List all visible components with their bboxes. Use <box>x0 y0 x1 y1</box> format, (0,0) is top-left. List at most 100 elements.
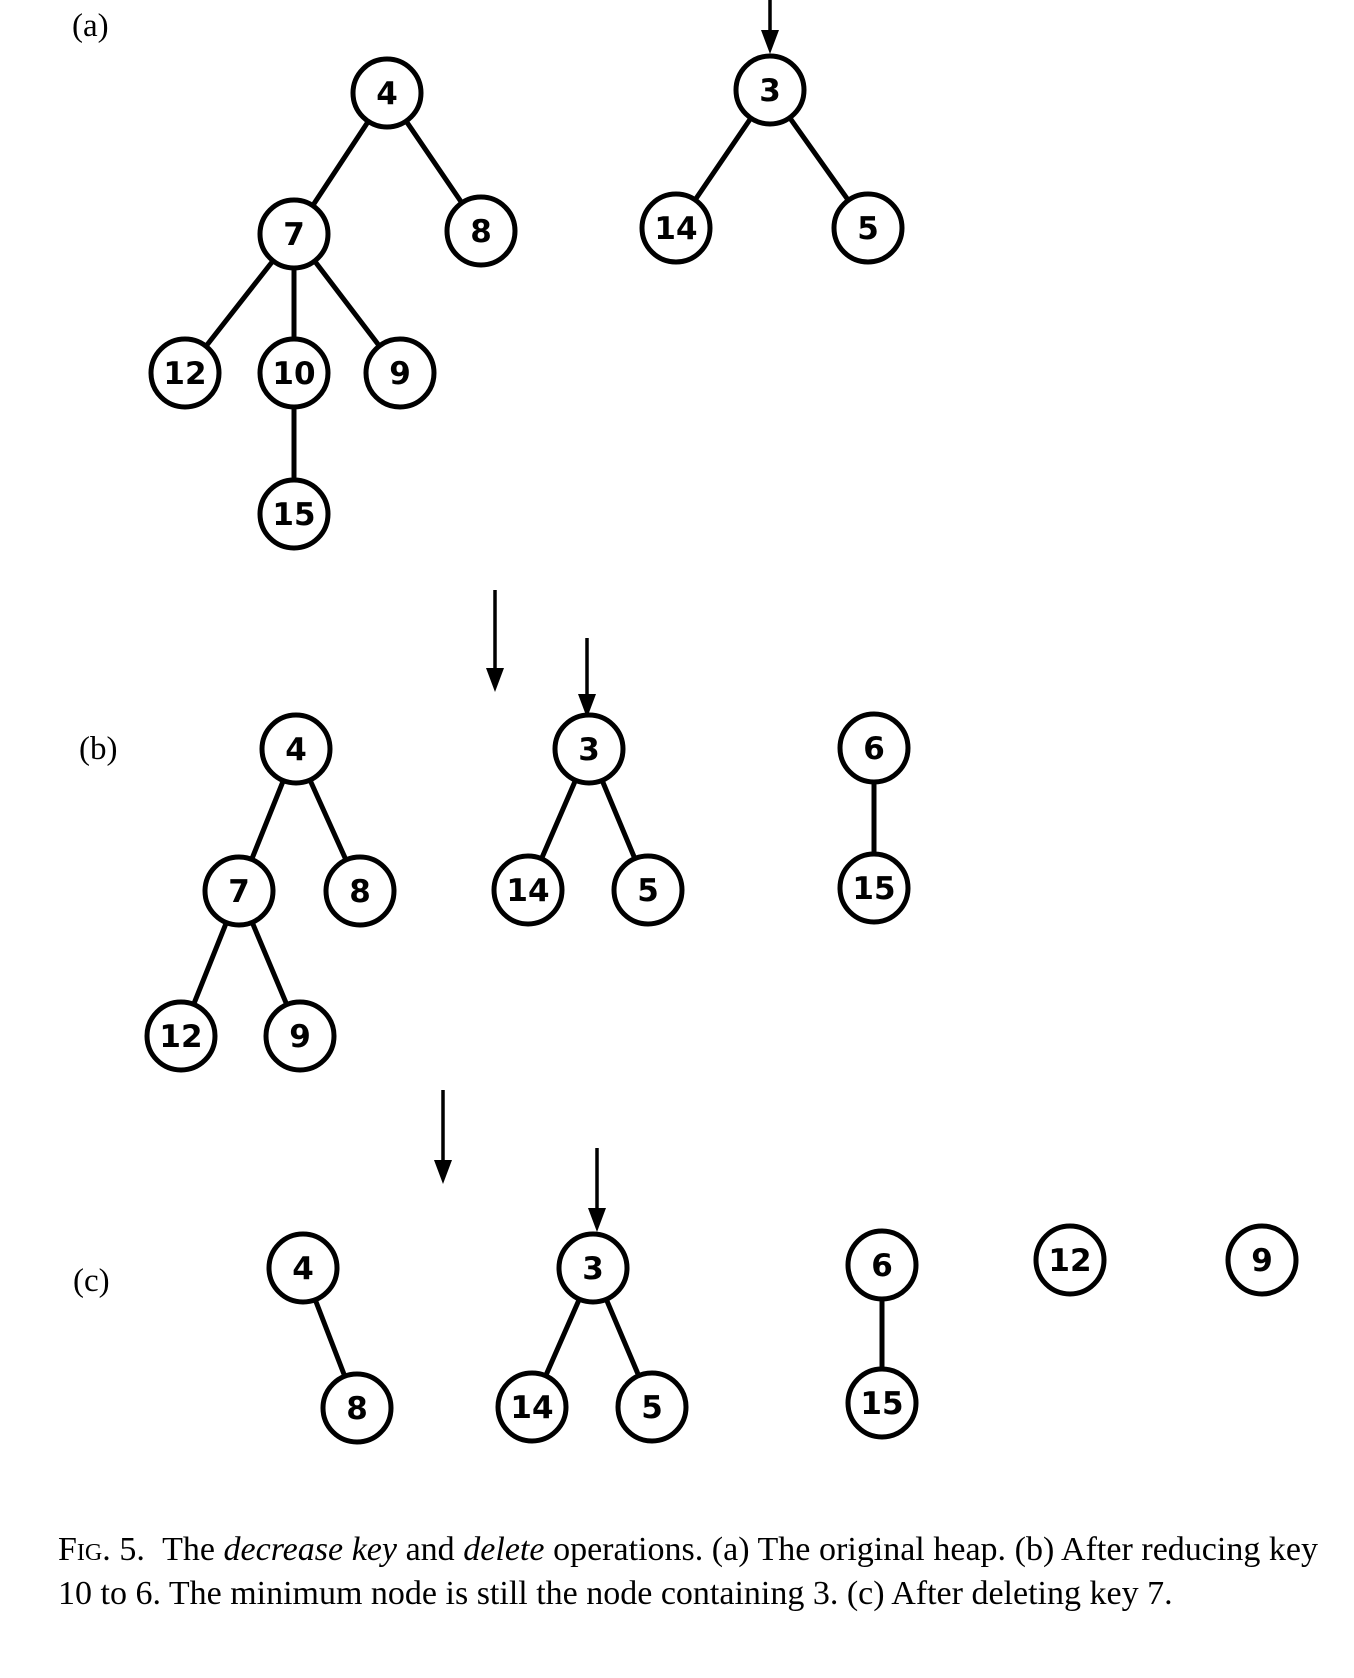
node-circle <box>444 194 518 268</box>
edge-a7-a12 <box>203 258 276 349</box>
node-circle <box>363 336 437 410</box>
node-key: 9 <box>389 356 411 392</box>
node-circle <box>257 477 331 551</box>
node-key: 7 <box>283 217 305 253</box>
heap-node-c-14: 14 <box>495 1370 569 1444</box>
heap-node-c-8: 8 <box>320 1371 394 1445</box>
node-key: 6 <box>863 731 885 767</box>
node-key: 4 <box>292 1251 314 1287</box>
node-circle <box>733 53 807 127</box>
heap-node-a-14: 14 <box>639 191 713 265</box>
node-key: 5 <box>857 211 879 247</box>
caption-text-2: and <box>396 1531 464 1568</box>
node-circle <box>1033 1223 1107 1297</box>
caption-term-delete: delete <box>463 1531 545 1568</box>
transition-arrow-b-to-c <box>434 1090 452 1184</box>
edge-b3-b14 <box>539 777 578 862</box>
node-key: 5 <box>637 873 659 909</box>
node-circle <box>257 336 331 410</box>
node-circle <box>552 712 626 786</box>
panel-label-a: (a) <box>72 8 109 44</box>
heap-node-b-6: 6 <box>837 711 911 785</box>
heap-node-a-3: 3 <box>733 53 807 127</box>
heap-node-a-15: 15 <box>257 477 331 551</box>
node-circle <box>831 191 905 265</box>
node-key: 14 <box>654 211 697 247</box>
heap-node-a-12: 12 <box>148 336 222 410</box>
heap-node-b-3: 3 <box>552 712 626 786</box>
edge-c4-c8 <box>312 1297 348 1379</box>
node-key: 8 <box>346 1391 368 1427</box>
min-pointer-arrow-c <box>588 1148 606 1232</box>
heap-node-b-7: 7 <box>202 854 276 928</box>
node-circle <box>639 191 713 265</box>
heap-node-a-7: 7 <box>257 197 331 271</box>
edge-b7-b9 <box>249 919 290 1008</box>
node-circle <box>837 851 911 925</box>
node-key: 15 <box>852 871 895 907</box>
node-circle <box>837 711 911 785</box>
heap-node-c-9: 9 <box>1225 1223 1299 1297</box>
heap-node-c-4: 4 <box>266 1231 340 1305</box>
heap-node-b-4: 4 <box>259 712 333 786</box>
node-circle <box>257 197 331 271</box>
heap-node-a-4: 4 <box>350 56 424 130</box>
node-key: 7 <box>228 874 250 910</box>
transition-arrow-a-to-b <box>486 590 504 692</box>
heap-node-a-9: 9 <box>363 336 437 410</box>
min-pointer-arrow-b <box>578 638 596 718</box>
node-key: 12 <box>163 356 206 392</box>
heap-node-a-5: 5 <box>831 191 905 265</box>
figure-caption: Fig. 5. The decrease key and delete oper… <box>58 1528 1318 1616</box>
heap-node-a-8: 8 <box>444 194 518 268</box>
panel-label-b: (b) <box>79 731 117 767</box>
edge-a3-a14 <box>692 115 754 203</box>
node-key: 5 <box>641 1390 663 1426</box>
edge-a3-a5 <box>787 115 851 203</box>
heap-node-b-12: 12 <box>144 999 218 1073</box>
node-key: 8 <box>349 874 371 910</box>
node-key: 14 <box>506 873 549 909</box>
edge-b7-b12 <box>191 920 229 1007</box>
node-circle <box>266 1231 340 1305</box>
node-key: 4 <box>376 76 398 112</box>
node-key: 15 <box>272 497 315 533</box>
panel-label-c: (c) <box>73 1263 110 1299</box>
node-key: 10 <box>272 356 315 392</box>
node-circle <box>611 853 685 927</box>
node-circle <box>491 853 565 927</box>
node-key: 4 <box>285 732 307 768</box>
node-key: 3 <box>582 1251 604 1287</box>
edge-b4-b8 <box>307 777 349 863</box>
edge-a7-a9 <box>312 258 382 349</box>
heap-node-c-3: 3 <box>556 1231 630 1305</box>
caption-text-1: The <box>162 1531 224 1568</box>
node-circle <box>144 999 218 1073</box>
node-circle <box>845 1366 919 1440</box>
min-pointer-arrow-a <box>761 0 779 54</box>
heap-node-c-12: 12 <box>1033 1223 1107 1297</box>
node-circle <box>845 1228 919 1302</box>
node-key: 3 <box>578 732 600 768</box>
node-circle <box>556 1231 630 1305</box>
heap-node-b-8: 8 <box>323 854 397 928</box>
node-key: 14 <box>510 1390 553 1426</box>
node-circle <box>615 1370 689 1444</box>
heap-node-b-14: 14 <box>491 853 565 927</box>
node-key: 6 <box>871 1248 893 1284</box>
heap-node-c-5: 5 <box>615 1370 689 1444</box>
node-circle <box>320 1371 394 1445</box>
node-key: 15 <box>860 1386 903 1422</box>
node-key: 3 <box>759 73 781 109</box>
node-circle <box>263 999 337 1073</box>
heap-node-c-6: 6 <box>845 1228 919 1302</box>
caption-text-3: operations. (a) The original heap. (b) A… <box>58 1531 1319 1612</box>
figure-label: Fig. 5. <box>58 1531 145 1568</box>
node-key: 12 <box>159 1019 202 1055</box>
edge-c3-c14 <box>543 1296 582 1379</box>
node-circle <box>259 712 333 786</box>
node-circle <box>148 336 222 410</box>
edge-a4-a7 <box>310 118 371 209</box>
node-key: 9 <box>289 1019 311 1055</box>
